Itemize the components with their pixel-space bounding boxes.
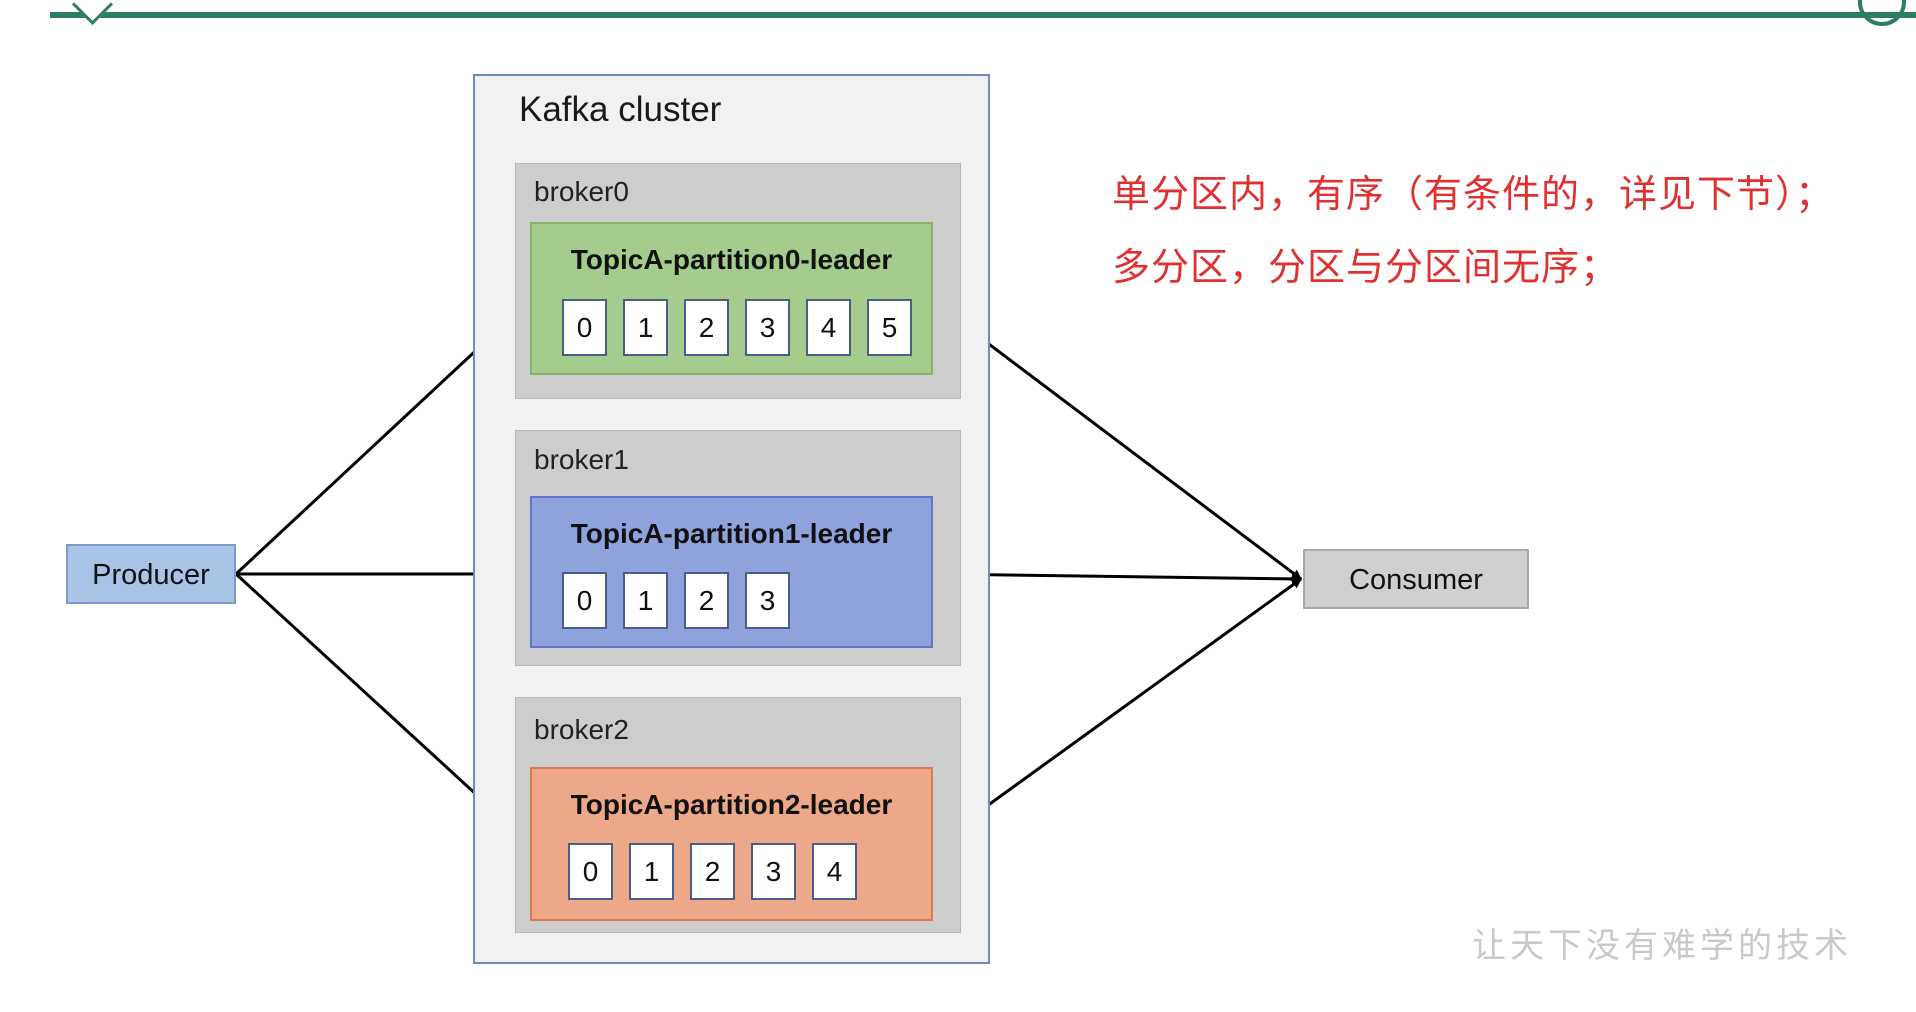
broker-2-label: broker2 [534, 714, 629, 745]
cluster-title: Kafka cluster [519, 90, 722, 129]
arrow-p1-to-consumer [932, 572, 1302, 584]
offset-cell: 1 [623, 572, 668, 629]
broker-0-label: broker0 [534, 176, 629, 207]
offset-cell: 3 [745, 572, 790, 629]
arrow-p2-to-consumer [932, 577, 1302, 847]
offset-cell: 3 [745, 299, 790, 356]
partition-2-title: TopicA-partition2-leader [570, 789, 893, 820]
offset-cell: 5 [867, 299, 912, 356]
offset-cell: 2 [690, 843, 735, 900]
offset-cell: 4 [812, 843, 857, 900]
offset-cell: 0 [568, 843, 613, 900]
watermark: 让天下没有难学的技术 [1472, 926, 1852, 966]
header-rule [50, 12, 1916, 18]
offset-cell: 2 [684, 299, 729, 356]
offset-cell: 1 [623, 299, 668, 356]
partition-1-leader: TopicA-partition1-leader 0 1 2 3 [530, 496, 933, 648]
consumer-node: Consumer [1303, 549, 1529, 609]
offset-cell: 4 [806, 299, 851, 356]
offset-cell: 0 [562, 572, 607, 629]
offset-cell: 0 [562, 299, 607, 356]
partition-0-title: TopicA-partition0-leader [570, 244, 893, 275]
partition-2-leader: TopicA-partition2-leader 0 1 2 3 4 [530, 767, 933, 921]
producer-node: Producer [66, 544, 236, 604]
partition-1-title: TopicA-partition1-leader [570, 518, 893, 549]
note-ordering-multi-partition: 多分区，分区与分区间无序； [1112, 245, 1620, 289]
arrow-p0-to-consumer [932, 300, 1302, 581]
note-ordering-single-partition: 单分区内，有序（有条件的，详见下节）； [1112, 172, 1835, 216]
broker-1-label: broker1 [534, 444, 629, 475]
offset-cell: 3 [751, 843, 796, 900]
offset-cell: 1 [629, 843, 674, 900]
partition-0-leader: TopicA-partition0-leader 0 1 2 3 4 5 [530, 222, 933, 375]
offset-cell: 2 [684, 572, 729, 629]
